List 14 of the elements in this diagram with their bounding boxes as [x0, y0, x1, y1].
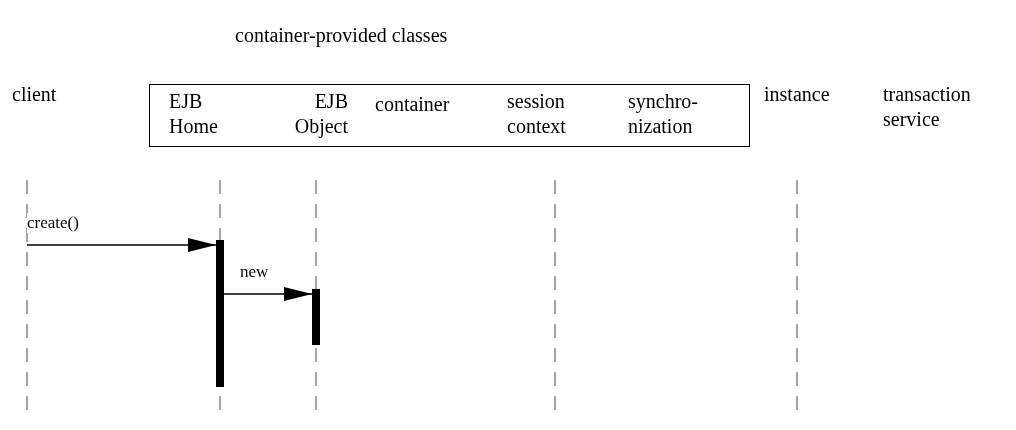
participant-name: instance	[764, 82, 831, 107]
participant-name: EJB Home	[169, 89, 219, 139]
participant-name: client	[12, 82, 58, 107]
activation-bar	[216, 240, 224, 387]
participant-name: synchro- nization	[628, 89, 699, 139]
participant-name: session context	[507, 89, 567, 139]
message-label: create()	[27, 213, 79, 233]
participant-name: container	[375, 92, 451, 117]
activation-bar	[312, 289, 320, 345]
participant-name: transaction service	[883, 82, 972, 132]
message-arrow	[26, 238, 217, 252]
group-title: container-provided classes	[235, 23, 448, 48]
participant-name: EJB Object	[293, 89, 348, 139]
message-arrow	[223, 287, 313, 301]
